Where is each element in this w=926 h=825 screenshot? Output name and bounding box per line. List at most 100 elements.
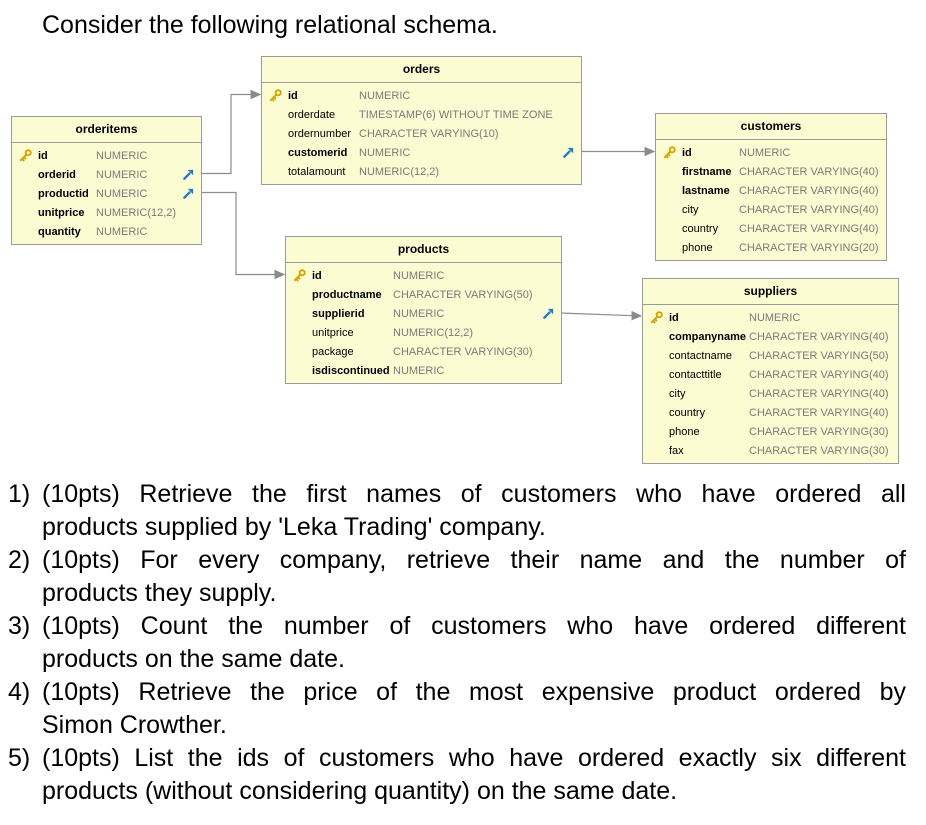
field-type: NUMERIC	[739, 146, 791, 159]
field-name: isdiscontinued	[312, 364, 390, 377]
field-type: CHARACTER VARYING(40)	[739, 165, 879, 178]
primary-key-icon	[262, 88, 288, 103]
question-item-4: 4)(10pts) Retrieve the price of the most…	[8, 676, 906, 742]
field-name: unitprice	[38, 206, 85, 219]
key-glyph	[650, 311, 663, 324]
field-name: customerid	[288, 146, 348, 159]
question-list: 1) (10pts) Retrieve the first names of cu…	[8, 478, 906, 808]
field-type: NUMERIC	[96, 168, 148, 181]
question-text-line1: (10pts) For every company, retrieve thei…	[42, 546, 906, 574]
field-name: unitprice	[312, 326, 354, 339]
question-item-5: 5) (10pts) List the ids of customers who …	[8, 742, 906, 808]
table-title: products	[286, 237, 561, 263]
field-type: CHARACTER VARYING(20)	[739, 241, 879, 254]
field-name: orderid	[38, 168, 76, 181]
arrow-glyph	[183, 169, 194, 180]
table-title: customers	[656, 114, 886, 140]
field-row-id: id NUMERIC	[656, 143, 886, 162]
field-type: CHARACTER VARYING(10)	[359, 127, 499, 140]
field-name: productid	[38, 187, 89, 200]
field-name: totalamount	[288, 165, 346, 178]
question-text-line1: (10pts) Retrieve the first names of cust…	[42, 480, 906, 508]
field-type: CHARACTER VARYING(30)	[749, 444, 889, 457]
field-type: CHARACTER VARYING(50)	[749, 349, 889, 362]
field-row-phone: phone CHARACTER VARYING(20)	[656, 238, 886, 257]
field-row-quantity: quantity NUMERIC	[12, 222, 201, 241]
field-type: NUMERIC	[96, 225, 148, 238]
field-name: id	[669, 311, 679, 324]
question-number: 1)	[8, 480, 31, 508]
field-name: fax	[669, 444, 684, 457]
question-number: 5)	[8, 744, 31, 772]
key-glyph	[269, 89, 282, 102]
question-item-1: 1) (10pts) Retrieve the first names of cu…	[8, 478, 906, 544]
field-name: phone	[682, 241, 713, 254]
field-name: city	[682, 203, 699, 216]
field-type: CHARACTER VARYING(50)	[393, 288, 533, 301]
question-number: 4)	[8, 678, 31, 706]
field-name: firstname	[682, 165, 732, 178]
field-name: companyname	[669, 330, 747, 343]
field-name: phone	[669, 425, 700, 438]
field-type: NUMERIC	[393, 364, 445, 377]
field-type: CHARACTER VARYING(40)	[739, 222, 879, 235]
question-text-line2: products supplied by 'Leka Trading' comp…	[42, 513, 546, 541]
field-row-orderdate: orderdate TIMESTAMP(6) WITHOUT TIME ZONE	[262, 105, 581, 124]
field-type: NUMERIC	[393, 307, 445, 320]
field-type: CHARACTER VARYING(40)	[749, 368, 889, 381]
foreign-key-icon	[182, 168, 195, 181]
question-text-line1: (10pts) List the ids of customers who ha…	[42, 744, 906, 772]
page-title: Consider the following relational schema…	[42, 11, 498, 39]
primary-key-icon	[656, 145, 682, 160]
foreign-key-icon	[182, 187, 195, 200]
question-number: 2)	[8, 546, 31, 574]
field-name: orderdate	[288, 108, 336, 121]
field-name: city	[669, 387, 686, 400]
field-name: quantity	[38, 225, 81, 238]
table-title: orders	[262, 57, 581, 83]
field-type: TIMESTAMP(6) WITHOUT TIME ZONE	[359, 108, 553, 121]
field-row-country: country CHARACTER VARYING(40)	[656, 219, 886, 238]
primary-key-icon	[286, 268, 312, 283]
primary-key-icon	[12, 148, 38, 163]
table-title: suppliers	[643, 279, 898, 305]
field-name: country	[682, 222, 719, 235]
question-text-line2: products they supply.	[42, 579, 277, 607]
field-row-orderid: orderid NUMERIC	[12, 165, 201, 184]
question-number: 3)	[8, 612, 31, 640]
field-name: package	[312, 345, 354, 358]
field-name: ordernumber	[288, 127, 351, 140]
foreign-key-icon	[542, 307, 555, 320]
question-text-line2: products on the same date.	[42, 645, 345, 673]
field-type: NUMERIC(12,2)	[393, 326, 474, 339]
field-row-ordernumber: ordernumber CHARACTER VARYING(10)	[262, 124, 581, 143]
key-glyph	[663, 146, 676, 159]
field-type: CHARACTER VARYING(40)	[739, 203, 879, 216]
field-type: CHARACTER VARYING(40)	[749, 330, 889, 343]
field-name: id	[682, 146, 692, 159]
field-type: CHARACTER VARYING(30)	[749, 425, 889, 438]
field-name: id	[38, 149, 48, 162]
field-row-unitprice: unitprice NUMERIC(12,2)	[286, 323, 561, 342]
